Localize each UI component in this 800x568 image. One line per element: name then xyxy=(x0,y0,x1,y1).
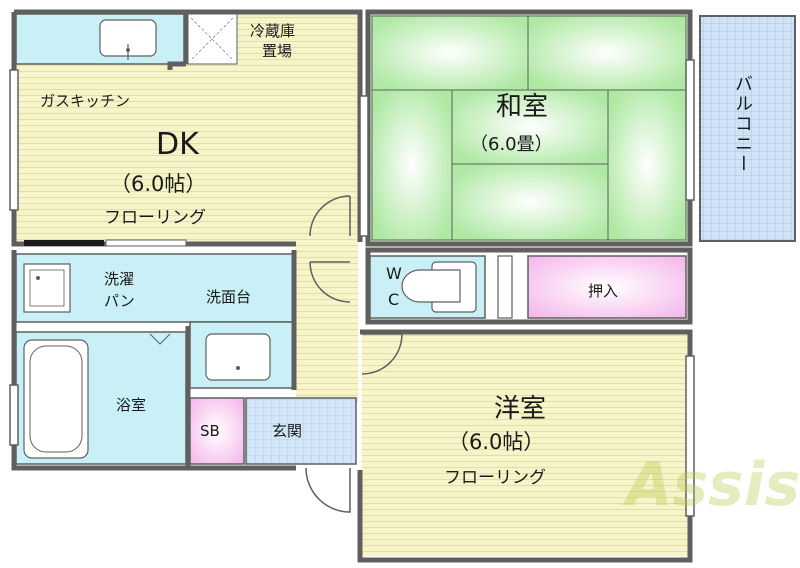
dk-floor: フローリング xyxy=(104,208,206,228)
washitsu-size: （6.0畳） xyxy=(470,134,553,155)
entrance-label: 玄関 xyxy=(272,422,303,440)
japanese-room xyxy=(370,14,688,242)
fridge-label-line2: 置場 xyxy=(262,42,293,60)
dk-window xyxy=(24,240,104,246)
balcony xyxy=(699,15,796,242)
dk-size: （6.0帖） xyxy=(110,172,207,196)
dk-window-frame xyxy=(105,239,187,247)
closet-label: 押入 xyxy=(588,282,619,300)
washbasin-label: 洗面台 xyxy=(206,288,252,306)
balcony-label: バルコニー xyxy=(732,74,753,174)
bath-label: 浴室 xyxy=(116,396,147,414)
fridge-label-line1: 冷蔵庫 xyxy=(250,22,296,40)
hallway xyxy=(296,242,358,402)
shoe-box-label: SB xyxy=(200,422,220,440)
bathroom xyxy=(15,331,187,465)
doors xyxy=(305,195,403,513)
washer-label-line2: パン xyxy=(104,292,135,310)
western-room-floor: フローリング xyxy=(444,468,546,488)
western-room xyxy=(362,334,688,556)
watermark-logo: Assist xyxy=(626,450,800,520)
gas-kitchen-label: ガスキッチン xyxy=(40,92,131,110)
wc-label-c: C xyxy=(388,290,400,309)
western-room-size: （6.0帖） xyxy=(448,430,545,454)
wc-label-w: W xyxy=(386,264,402,283)
dk-title: DK xyxy=(156,127,199,162)
washitsu-title: 和室 xyxy=(496,92,549,122)
entrance xyxy=(245,397,357,465)
window-markers xyxy=(9,59,695,517)
washer-label-line1: 洗濯 xyxy=(104,270,135,288)
closet xyxy=(527,255,687,319)
toilet-room xyxy=(369,255,513,319)
western-room-title: 洋室 xyxy=(494,394,547,424)
